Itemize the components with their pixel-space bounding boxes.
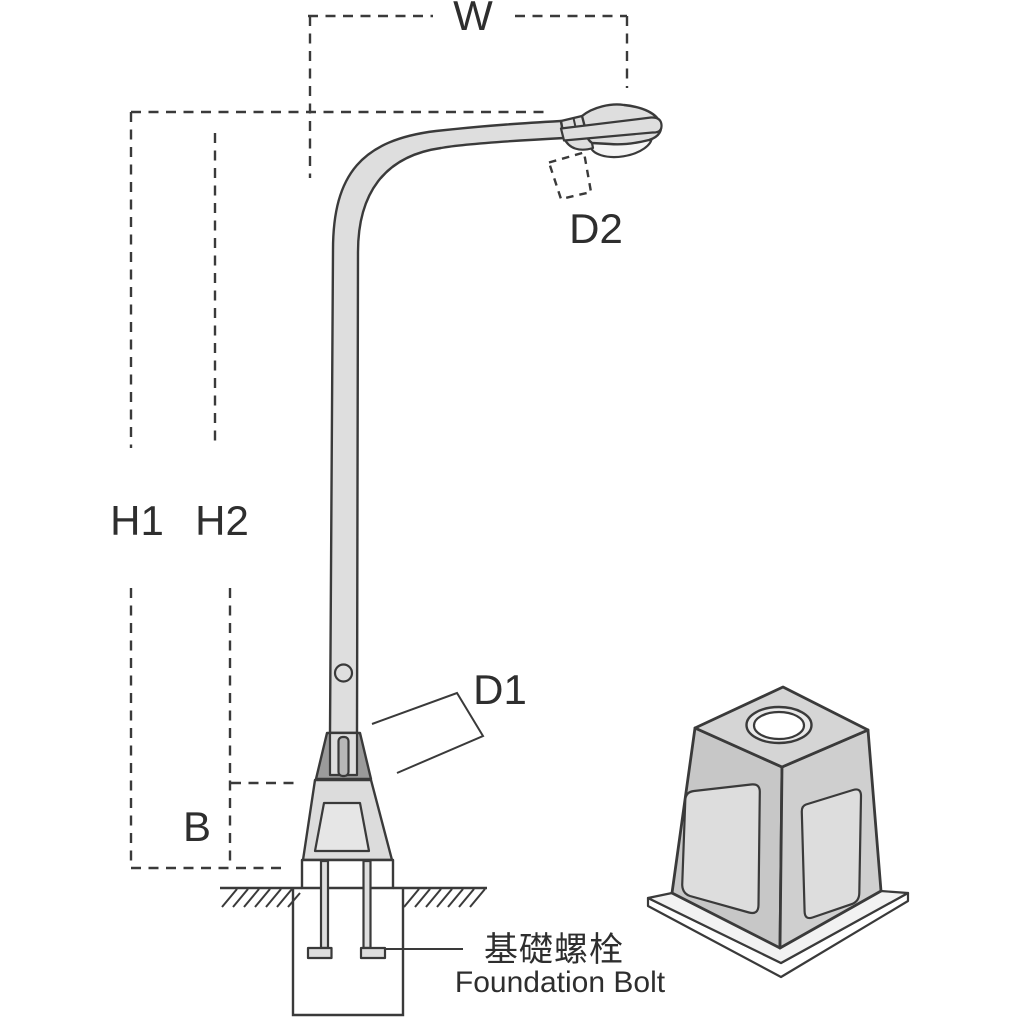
anchor-bolt-left <box>319 859 330 950</box>
d1-section-box <box>371 691 485 774</box>
bolt-plate-right <box>359 946 387 960</box>
light-pole <box>300 119 566 890</box>
d2-section-box <box>547 150 593 201</box>
dim-label-h2: H2 <box>195 497 249 544</box>
anchor-bolt-right <box>362 859 372 950</box>
dim-label-d2: D2 <box>569 205 623 252</box>
ground-hatch-right <box>403 888 486 908</box>
dimension-lines <box>129 14 629 870</box>
foundation-top-hole <box>752 710 806 741</box>
foundation-right-recess-panel <box>800 788 863 920</box>
dim-label-d1: D1 <box>473 666 527 713</box>
base-access-door <box>313 801 371 853</box>
foundation-pit-outline <box>291 888 405 1017</box>
hand-hole <box>333 663 354 683</box>
base-flange <box>300 858 395 890</box>
dim-label-h1: H1 <box>110 497 164 544</box>
foundation-bolt-label-zh: 基礎螺栓 <box>484 931 624 969</box>
bolt-plate-left <box>306 946 333 960</box>
pole-shaft-and-arm <box>328 119 566 735</box>
ground-hatch-left <box>221 888 301 908</box>
cone-slot <box>337 735 350 778</box>
dim-label-b: B <box>183 803 211 850</box>
foundation-left-recess-panel <box>681 783 761 915</box>
lamp-door-band <box>559 116 663 142</box>
lamp-head <box>559 103 663 159</box>
foundation-3d-view <box>646 685 910 979</box>
foundation-section <box>220 859 487 1017</box>
dim-label-w: W <box>453 0 493 39</box>
foundation-bolt-label-en: Foundation Bolt <box>455 966 666 999</box>
